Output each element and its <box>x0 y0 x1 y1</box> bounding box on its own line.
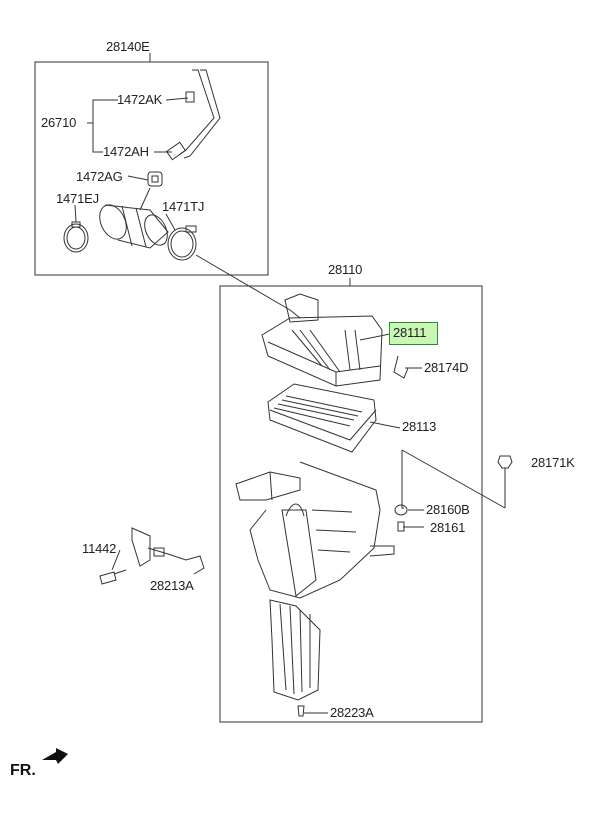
front-arrow-icon <box>42 748 68 764</box>
grommet-icon <box>394 504 408 532</box>
housing-icon <box>235 461 395 701</box>
small-clamp-icon <box>147 171 163 187</box>
cover-icon <box>261 293 383 387</box>
label-1472ah: 1472AH <box>103 144 149 159</box>
label-28160b: 28160B <box>426 502 470 517</box>
drain-icon <box>297 705 305 717</box>
label-28174d: 28174D <box>424 360 469 375</box>
group-box-assy <box>219 285 483 723</box>
label-28113: 28113 <box>402 419 437 434</box>
label-28223a: 28223A <box>330 705 374 720</box>
left-clamp-icon <box>63 221 89 253</box>
cover-highlight <box>389 322 438 345</box>
label-28111: 28111 <box>393 325 427 340</box>
label-28140e: 28140E <box>106 39 150 54</box>
label-28171k: 28171K <box>531 455 575 470</box>
clip-icon <box>393 355 409 379</box>
bolt-right-icon <box>497 455 513 480</box>
hose-pipe-icon <box>165 69 221 161</box>
intake-hose-icon <box>99 187 169 249</box>
label-1471tj: 1471TJ <box>162 199 205 214</box>
filter-element-icon <box>267 383 377 453</box>
label-28110: 28110 <box>328 262 363 277</box>
label-1472ak: 1472AK <box>117 92 163 107</box>
label-26710: 26710 <box>41 115 77 130</box>
right-clamp-icon <box>167 225 197 261</box>
label-1471ej: 1471EJ <box>56 191 99 206</box>
bracket-icon <box>131 527 205 575</box>
label-1472ag: 1472AG <box>76 169 123 184</box>
group-box-top <box>34 61 269 276</box>
front-label: FR. <box>10 762 36 779</box>
label-28161: 28161 <box>430 520 466 535</box>
bolt-left-icon <box>99 569 127 585</box>
label-11442: 11442 <box>82 541 117 556</box>
label-28213a: 28213A <box>150 578 194 593</box>
